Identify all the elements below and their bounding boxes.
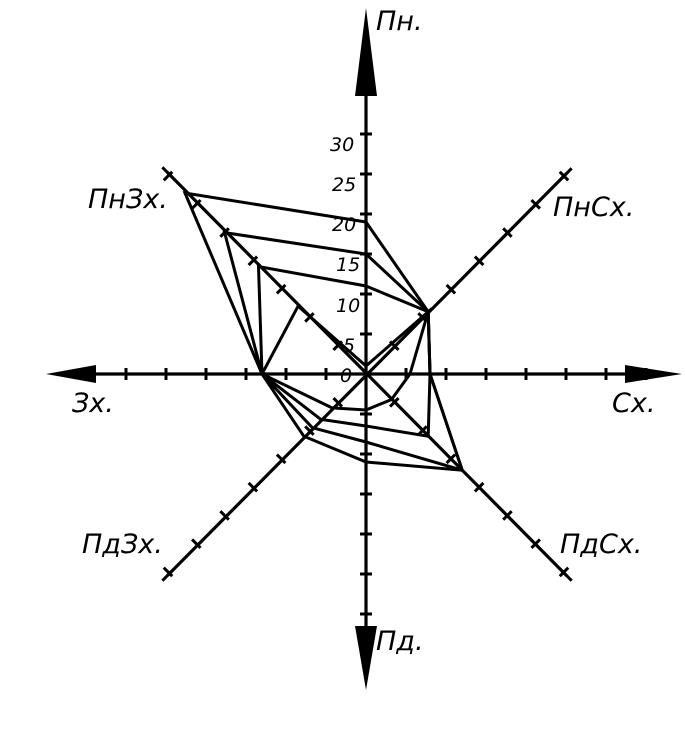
tick-diagonal [190,538,202,550]
tick-diagonal [558,566,570,578]
label-south-east: ПдСх. [560,529,642,560]
tick-diagonal [162,170,174,182]
label-south: Пд. [376,626,424,657]
tick-diagonal [219,510,230,521]
label-north: Пн. [376,6,423,37]
scale-label-30: 30 [330,134,354,156]
tick-diagonal [247,255,259,267]
axis-nw-se [166,171,568,577]
series-3-polygon [256,264,432,438]
scale-label-0: 0 [340,365,352,387]
scale-label-10: 10 [336,295,360,317]
tick-diagonal [502,227,513,238]
scale-label-20: 20 [332,214,356,236]
series-4-polygon [259,303,432,412]
tick-diagonal [275,453,287,465]
tick-diagonal [332,396,344,408]
tick-diagonal [275,283,287,295]
tick-diagonal [445,453,457,465]
tick-diagonal [304,425,315,436]
label-west: Зх. [72,388,114,419]
axes-layer [46,8,682,690]
tick-diagonal [473,481,485,493]
scale-label-15: 15 [336,254,360,276]
scale-label-25: 25 [332,174,356,196]
arrow-west-icon [46,365,96,383]
tick-diagonal [558,170,570,182]
tick-diagonal [247,481,259,493]
label-east: Сх. [612,388,655,419]
tick-diagonal [530,538,542,550]
arrow-north-icon [355,8,377,96]
label-north-east: ПнСх. [553,192,634,223]
diagonal-end-cap [161,568,175,582]
arrow-south-icon [355,626,377,690]
tick-diagonal [502,510,513,521]
series-layer [182,191,465,473]
diagonal-end-cap [161,166,175,180]
diagonal-end-cap [559,167,573,181]
tick-diagonal [445,283,457,295]
tick-diagonal [190,198,202,210]
label-north-west: ПнЗх. [88,184,168,215]
tick-diagonal [530,198,542,210]
label-south-west: ПдЗх. [82,529,163,560]
diagonal-end-cap [559,568,573,582]
tick-diagonal [473,255,485,267]
scale-label-5: 5 [343,335,355,357]
arrow-east-icon [625,365,682,383]
tick-diagonal [162,566,174,578]
tick-diagonal [388,396,400,408]
